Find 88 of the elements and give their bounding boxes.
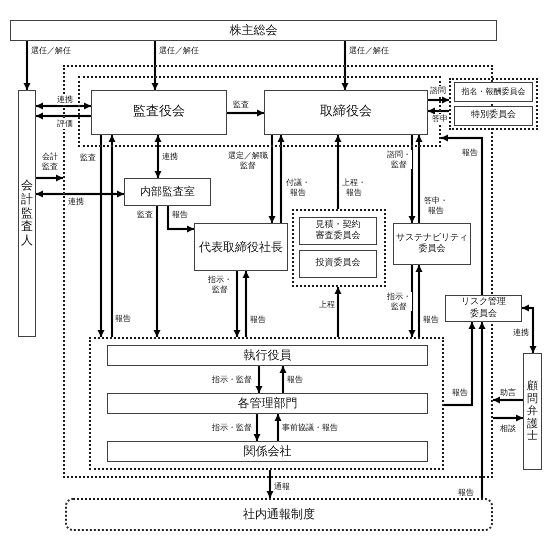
- arrow: [152, 41, 158, 90]
- org-box: 見積・契約審査委員会: [299, 217, 377, 245]
- arrow: [254, 414, 260, 441]
- edge-label: 相談: [500, 424, 516, 434]
- arrow: [166, 206, 194, 232]
- arrow: [444, 322, 476, 406]
- dotted-group-frame: [449, 78, 538, 130]
- arrow: [36, 174, 63, 182]
- edge-label: 会計監査: [41, 152, 59, 172]
- org-box: 監査役会: [91, 90, 227, 135]
- edge-label: 選任／解任: [31, 46, 71, 56]
- org-box: 株主総会: [10, 20, 497, 41]
- org-box: 内部監査室: [124, 178, 211, 206]
- org-box: 各管理部門: [107, 393, 428, 414]
- edge-label: 報告: [423, 315, 439, 325]
- arrow: [280, 366, 286, 393]
- dotted-group-frame: [292, 209, 386, 287]
- edge-label: 諮問・監督: [386, 150, 412, 170]
- edge-label: 諮問: [430, 86, 446, 96]
- edge-label: 報告: [287, 375, 303, 385]
- arrow: [428, 108, 449, 114]
- edge-label: 評価: [57, 119, 73, 129]
- arrow: [416, 135, 422, 223]
- edge-label: 監査: [137, 210, 153, 220]
- edge-label: 指示・監督: [212, 423, 252, 433]
- arrow: [522, 304, 536, 353]
- edge-label: 連携: [68, 197, 84, 207]
- arrow: [428, 96, 449, 104]
- arrow: [154, 135, 162, 178]
- arrow: [98, 135, 104, 337]
- edge-label: 報告: [458, 488, 474, 498]
- org-box: 関係会社: [107, 441, 428, 462]
- edge-label: 報告: [172, 210, 188, 220]
- edge-label: 指示・監督: [386, 292, 412, 312]
- arrow: [36, 112, 91, 120]
- edge-label: 報告: [250, 315, 266, 325]
- org-box: 代表取締役社長: [194, 223, 288, 271]
- edge-label: 選定／解職監督: [226, 151, 270, 170]
- arrow: [108, 135, 116, 337]
- edge-label: 助言: [500, 388, 516, 398]
- arrow: [36, 102, 91, 110]
- arrow: [278, 135, 284, 223]
- arrow: [334, 135, 342, 209]
- arrow: [408, 135, 416, 223]
- edge-label: 上程: [319, 300, 335, 310]
- arrow: [24, 41, 30, 90]
- org-box: 特別委員会: [454, 106, 533, 126]
- edge-label: 連携: [513, 328, 529, 338]
- arrow: [36, 190, 124, 198]
- edge-label: 事前協議・報告: [282, 423, 338, 433]
- org-box: 執行役員: [107, 345, 428, 366]
- arrow: [441, 134, 484, 295]
- org-box: 取締役会: [264, 90, 428, 135]
- arrow: [256, 366, 262, 393]
- arrow: [334, 287, 342, 337]
- arrow: [268, 135, 276, 223]
- edge-label: 監査: [233, 100, 249, 110]
- dotted-group-frame: [89, 337, 444, 470]
- org-box: サステナビリティ委員会: [393, 223, 471, 265]
- org-box: 顧問弁護士: [523, 353, 542, 470]
- arrow: [227, 110, 264, 116]
- dotted-rounded-box: 社内通報制度: [65, 498, 493, 531]
- arrow: [274, 414, 282, 441]
- arrow: [342, 41, 348, 90]
- org-box: リスク管理委員会: [445, 295, 522, 322]
- edge-label: 報告: [462, 148, 478, 158]
- arrow: [234, 271, 240, 337]
- edge-label: 選任／解任: [349, 46, 389, 56]
- edge-label: 連携: [57, 95, 73, 105]
- arrow: [408, 265, 416, 337]
- edge-label: 答申: [432, 114, 448, 124]
- arrow: [266, 470, 274, 498]
- edge-label: 通報: [274, 482, 290, 492]
- arrow: [242, 271, 250, 337]
- arrow: [493, 414, 523, 422]
- edge-label: 指示・監督: [212, 375, 252, 385]
- edge-label: 報告: [452, 388, 468, 398]
- edge-label: 報告: [115, 314, 131, 324]
- org-box: 会計監査人: [18, 90, 36, 337]
- edge-label: 選任／解任: [159, 46, 199, 56]
- org-box: 投資委員会: [299, 250, 377, 278]
- arrow: [493, 396, 523, 404]
- arrow: [416, 265, 422, 337]
- edge-label: 連携: [162, 152, 178, 162]
- arrow: [154, 206, 160, 337]
- edge-label: 監査: [80, 153, 96, 163]
- org-box: 指名・報酬委員会: [454, 82, 533, 102]
- arrow: [478, 322, 486, 498]
